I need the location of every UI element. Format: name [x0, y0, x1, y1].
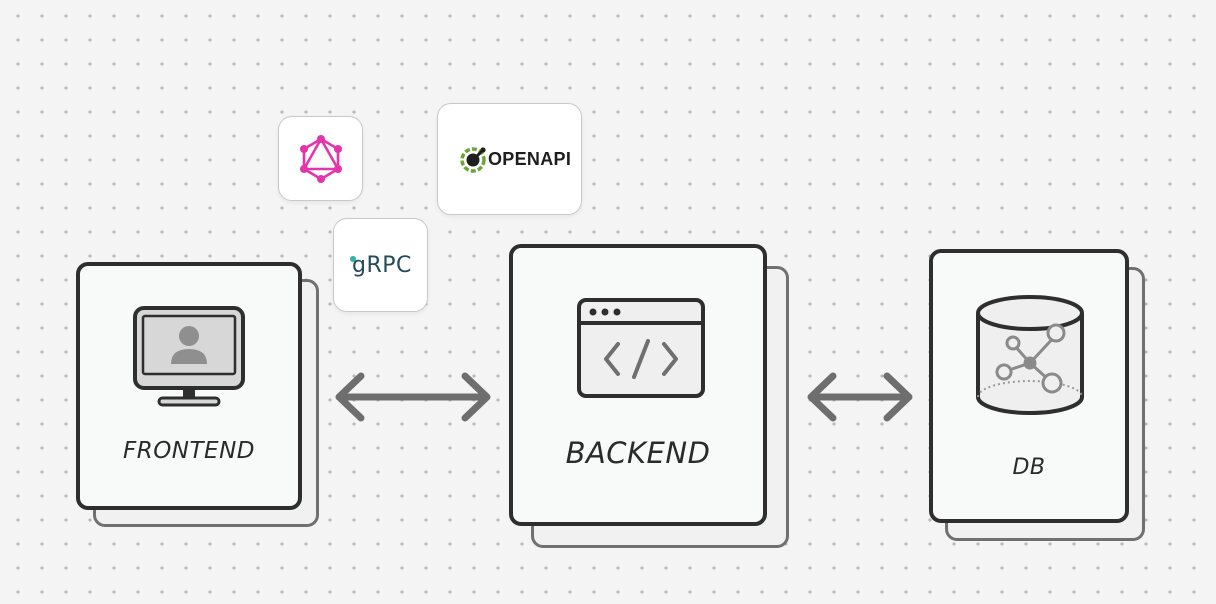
graphql-logo-tile [278, 116, 363, 201]
backend-card: BACKEND [509, 244, 767, 526]
grpc-logo-text: gRPC [352, 253, 412, 278]
code-window-icon [577, 298, 705, 398]
db-node: DB [929, 249, 1145, 541]
graphql-logo-icon [300, 135, 342, 183]
grpc-logo-tile: gRPC [333, 218, 428, 312]
backend-label: BACKEND [565, 436, 711, 470]
openapi-logo-icon [460, 147, 486, 173]
grpc-dot-icon [350, 256, 356, 262]
backend-db-arrow [807, 372, 913, 422]
db-card: DB [929, 249, 1129, 523]
frontend-backend-arrow [335, 372, 491, 422]
backend-node: BACKEND [509, 244, 789, 548]
openapi-logo-tile: OPENAPI [437, 103, 582, 215]
frontend-label: FRONTEND [122, 438, 256, 464]
database-graph-icon [976, 295, 1084, 415]
monitor-user-icon [133, 306, 245, 407]
frontend-card: FRONTEND [76, 262, 302, 510]
db-label: DB [1012, 455, 1046, 480]
frontend-node: FRONTEND [76, 262, 320, 528]
openapi-logo-text: OPENAPI [488, 149, 572, 169]
